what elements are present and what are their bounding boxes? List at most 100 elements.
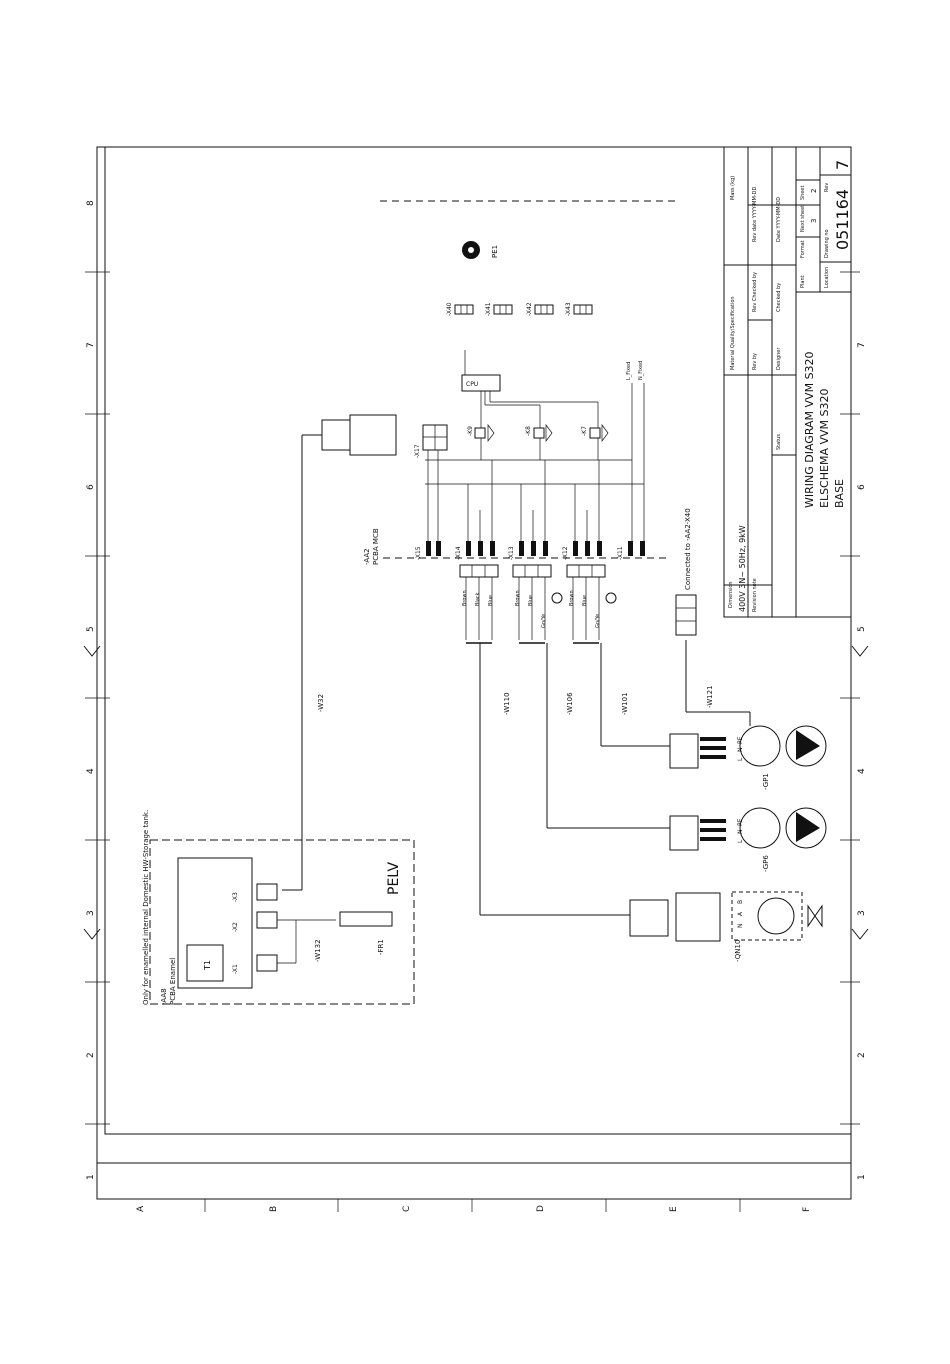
x17-connector: -X17 [414, 424, 448, 458]
col-num-7-right: 7 [857, 342, 867, 348]
k8-label: -K8 [525, 426, 532, 436]
n-fixed-label: N_Fixed [638, 361, 644, 380]
qn10-a: A [737, 911, 744, 916]
gp1-n: N [737, 748, 744, 753]
x14-label: -X14 [455, 546, 462, 560]
w106-blue: Blue [528, 595, 534, 606]
status-label: Status [776, 434, 782, 450]
w110-blue: Blue [488, 595, 494, 606]
col-num-1-right: 1 [857, 1174, 867, 1180]
x41-label: -X41 [485, 302, 492, 316]
col-num-3-left: 3 [86, 910, 96, 916]
aa8-pelv-area: T1 Only for enamelled internal Domestic … [142, 810, 415, 1005]
col-num-3-right: 3 [857, 910, 867, 916]
pump-cable-plugs: Brown Black Blue Brown Blue Gn/Ye Brown … [459, 564, 617, 644]
grid-column-numbers: 1 2 3 4 5 6 7 8 1 2 3 4 5 6 7 [86, 200, 867, 1180]
drawing-title-line-3: BASE [833, 479, 846, 508]
dimension-label: Dimension [728, 581, 734, 608]
qn10-label: -QN10 [734, 940, 742, 962]
gp6-l: L [737, 839, 744, 843]
designer-label: Designer [776, 347, 782, 370]
gp6-n: N [737, 830, 744, 835]
row-letter-c: C [402, 1206, 412, 1212]
gp1-label: -GP1 [762, 773, 770, 790]
fr1-label: -FR1 [377, 939, 385, 955]
aa8-desc: PCBA Enamel [169, 958, 177, 1005]
pelv-label: PELV [386, 861, 402, 895]
sheet-value: 2 [810, 189, 818, 193]
x11-label: -X11 [617, 546, 624, 560]
title-block: Mass (kg) Material Quality/Specification… [723, 146, 852, 618]
k7-label: -K7 [581, 426, 588, 436]
gp1-circulation-pump: PE N L -GP1 [669, 725, 827, 790]
gp6-pe: PE [737, 818, 744, 826]
gp1-l: L [737, 757, 744, 761]
col-num-7-left: 7 [86, 342, 96, 348]
w106-brown: Brown [515, 590, 521, 606]
x40-plug: Connected to -AA2-X40 [675, 508, 697, 636]
row-letter-f: F [802, 1207, 812, 1212]
col-num-5-right: 5 [857, 626, 867, 632]
col-num-5-left: 5 [86, 626, 96, 632]
aa2-pcba-mcb: -AA2 PCBA MCB -X15 -X14 -X13 -X12 -X11 [363, 450, 670, 565]
pe1-label: PE1 [491, 245, 499, 258]
x42-label: -X42 [526, 302, 533, 316]
connected-to-label: Connected to -AA2-X40 [684, 508, 692, 590]
drawing-frame [83, 146, 869, 1212]
location-label: Location [824, 267, 830, 288]
aa2-desc: PCBA MCB [372, 528, 380, 565]
aa8-label: -AA8 [160, 988, 168, 1005]
w106-gnye: Gn/Ye [541, 614, 547, 628]
w32-connector [282, 414, 397, 891]
k9-label: -K9 [467, 426, 474, 436]
aa2-label: -AA2 [363, 548, 371, 565]
w121-label: -W121 [706, 685, 714, 708]
cable-runs: -W110 -W106 -W101 -W121 -W32 [317, 640, 751, 916]
row-letter-d: D [536, 1205, 546, 1212]
cpu-label: CPU [466, 381, 478, 388]
w101-gnye: Gn/Ye [595, 614, 601, 628]
w101-label: -W101 [621, 692, 629, 715]
w132-label: -W132 [314, 939, 322, 962]
qn10-n: N [737, 924, 744, 929]
gp6-circulation-pump: PE N L -GP6 [669, 807, 827, 872]
col-num-2-left: 2 [86, 1052, 96, 1058]
rev-by-label: Rev by [752, 353, 758, 370]
aa2-terminal-blocks [426, 541, 645, 556]
col-num-6-right: 6 [857, 484, 867, 490]
rev-date-label: Rev date YYYY-MM-DD [752, 187, 758, 242]
qn10-b: B [737, 900, 744, 904]
x12-label: -X12 [562, 546, 569, 560]
w101-brown: Brown [569, 590, 575, 606]
col-num-8-left: 8 [86, 200, 96, 206]
drawing-no-label: Drawing no [824, 229, 830, 258]
l-fixed-label: L_Fixed [626, 362, 632, 380]
aa8-note: Only for enamelled internal Domestic HW-… [142, 810, 150, 1005]
row-letter-a: A [136, 1205, 146, 1212]
rev-label: Rev [824, 183, 830, 192]
rev-checked-label: Rev Checked by [752, 272, 758, 312]
row-letter-e: E [669, 1206, 679, 1212]
drawing-title-line-1: WIRING DIAGRAM VVM S320 [803, 351, 816, 508]
col-num-2-right: 2 [857, 1052, 867, 1058]
row-letter-b: B [269, 1206, 279, 1212]
x15-label: -X15 [415, 546, 422, 560]
x40-x43-connectors: -X40 -X41 -X42 -X43 [446, 302, 593, 316]
revision-note-label: Revision note [752, 578, 758, 612]
w110-label: -W110 [503, 692, 511, 715]
x43-label: -X43 [565, 302, 572, 316]
checked-label: Checked by [776, 283, 782, 312]
x3-label: -X3 [232, 892, 239, 902]
cpu-relay-block: CPU -K9 -K8 -K7 L_Fixed N_Fixed [425, 350, 645, 545]
format-label: Format [800, 240, 806, 258]
x40-label: -X40 [446, 302, 453, 316]
next-sheet-label: Next sheet [800, 205, 806, 232]
t1-label: T1 [203, 960, 212, 971]
w106-label: -W106 [566, 692, 574, 715]
drawing-number: 051164 [833, 189, 852, 250]
w32-label: -W32 [317, 694, 325, 712]
x1-label: -X1 [232, 964, 239, 974]
qn10-reversing-valve: B A N -QN10 [629, 891, 823, 962]
